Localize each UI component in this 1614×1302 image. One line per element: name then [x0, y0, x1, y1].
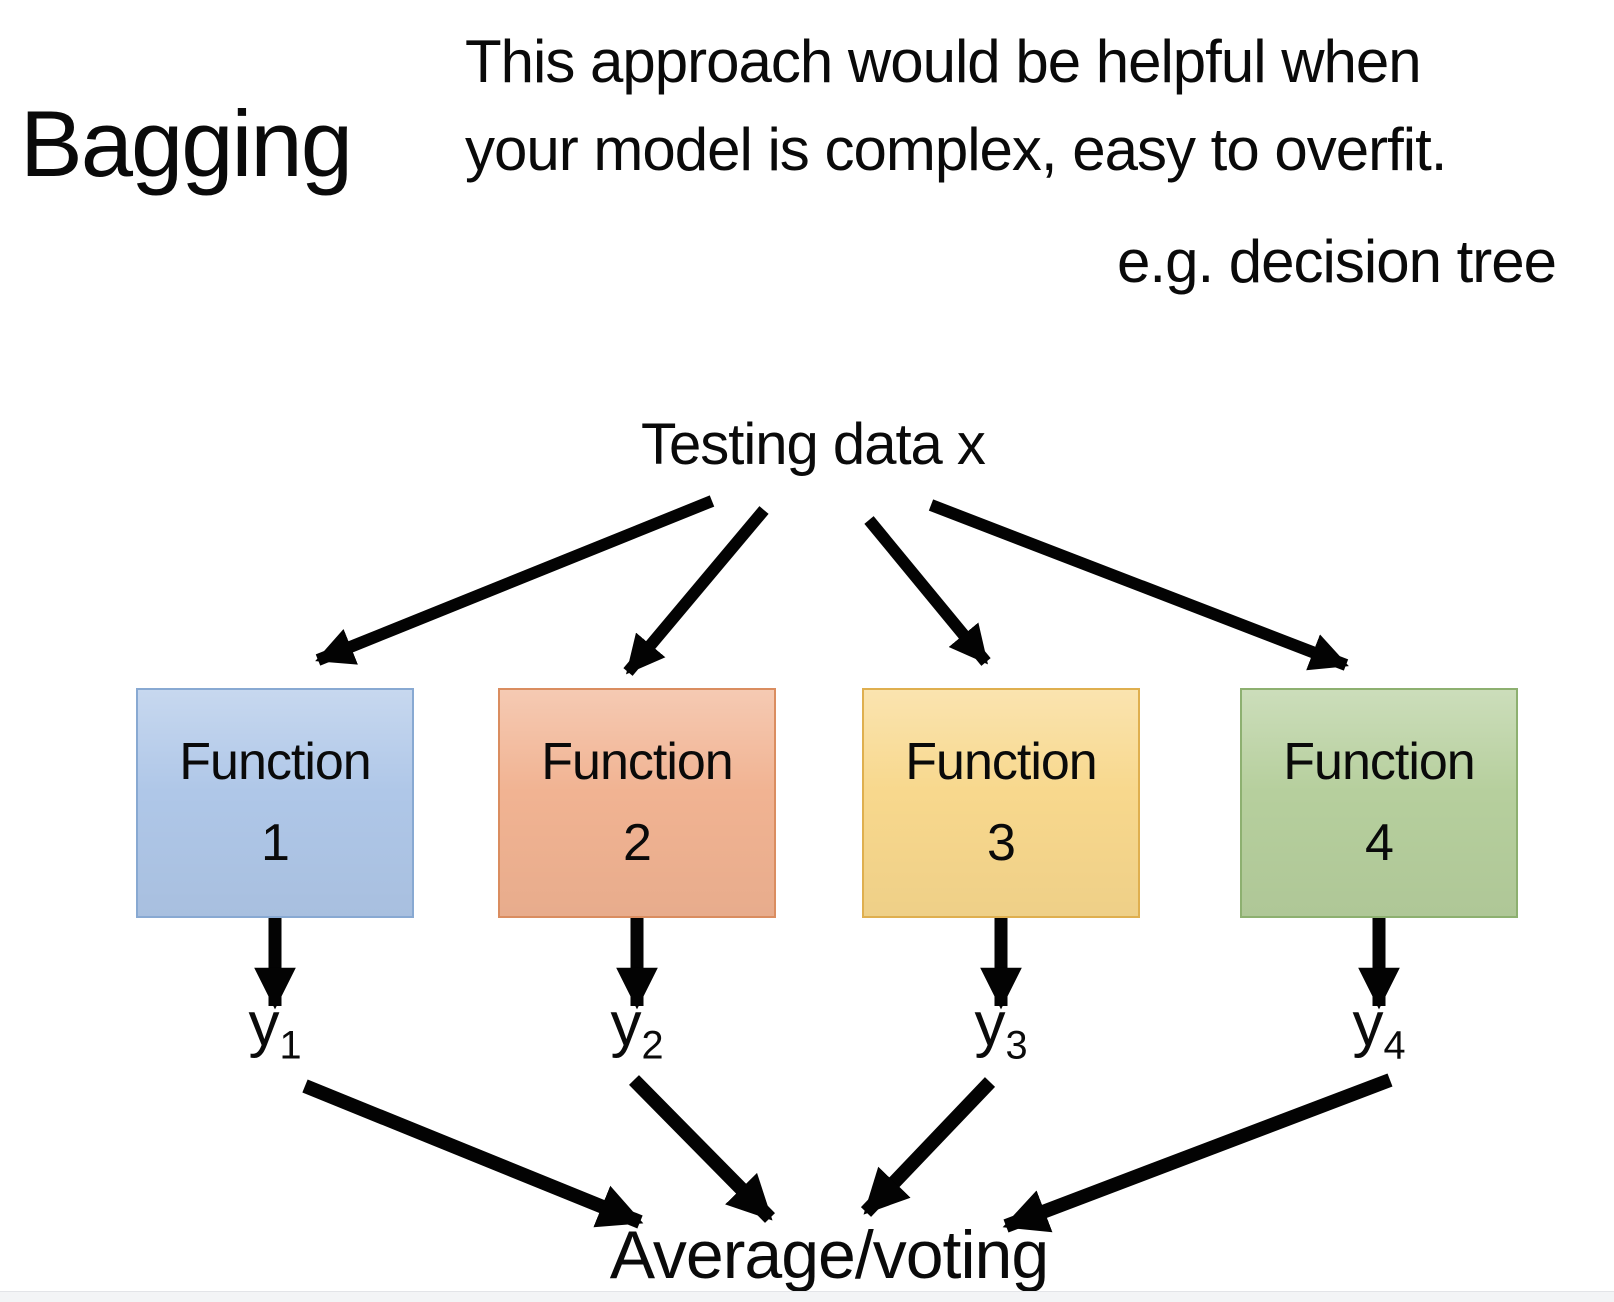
note-example: e.g. decision tree	[1117, 228, 1557, 295]
function-2-name: Function	[541, 733, 733, 792]
bottom-edge-strip	[0, 1291, 1614, 1302]
fanout-arrow-1	[315, 495, 715, 666]
testing-data-label: Testing data x	[641, 412, 986, 477]
output-y1-label: y1	[248, 990, 302, 1068]
converge-arrow-1	[302, 1079, 644, 1229]
output-y3-label: y3	[974, 990, 1028, 1068]
converge-arrow-3	[860, 1077, 996, 1217]
function-3-number: 3	[987, 814, 1016, 872]
converge-arrow-4	[1002, 1073, 1393, 1233]
function-1-name: Function	[179, 733, 371, 792]
note-text: This approach would be helpful when your…	[465, 18, 1575, 194]
function-1-number: 1	[261, 814, 290, 872]
function-2-number: 2	[623, 814, 652, 872]
note-line-1: This approach would be helpful when	[465, 28, 1422, 95]
function-4-number: 4	[1365, 814, 1394, 872]
function-2-box: Function 2	[498, 688, 776, 918]
function-1-box: Function 1	[136, 688, 414, 918]
function-4-name: Function	[1283, 733, 1475, 792]
fanout-arrow-2	[623, 506, 769, 676]
average-voting-label: Average/voting	[609, 1217, 1049, 1293]
output-y4-label: y4	[1352, 990, 1406, 1068]
slide-title: Bagging	[20, 91, 353, 196]
note-line-2: your model is complex, easy to overfit.	[465, 116, 1447, 183]
fanout-arrow-3	[864, 516, 991, 666]
function-3-box: Function 3	[862, 688, 1140, 918]
function-3-name: Function	[905, 733, 1097, 792]
fanout-arrow-4	[928, 499, 1349, 671]
output-y2-label: y2	[610, 990, 664, 1068]
function-4-box: Function 4	[1240, 688, 1518, 918]
converge-arrow-2	[629, 1075, 775, 1223]
